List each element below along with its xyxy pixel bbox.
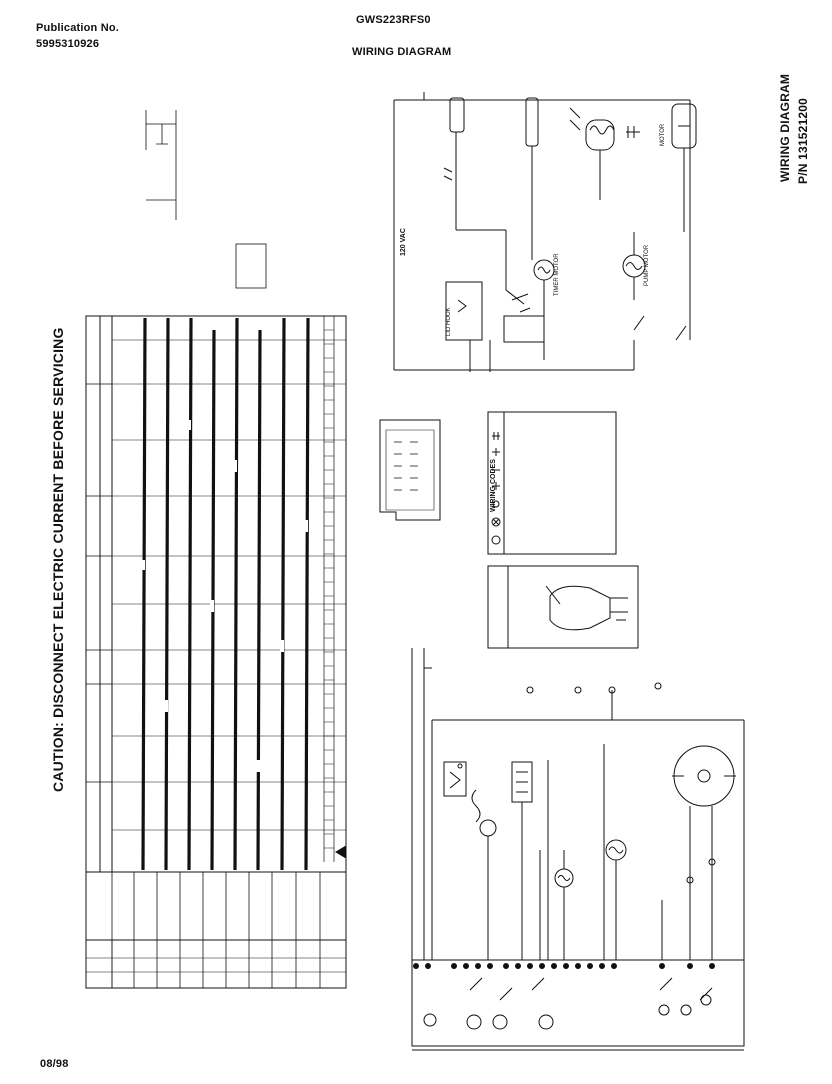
footer-date: 08/98 [40,1058,69,1070]
plug-detail [487,565,639,649]
side-diagram-label: WIRING DIAGRAM [778,73,792,182]
publication-label: Publication No. [36,22,120,34]
timer-motor-label: TIMER MOTOR [554,253,560,296]
model-number: GWS223RFS0 [356,14,431,26]
diagram-title: WIRING DIAGRAM [352,46,452,58]
wiring-codes-legend [487,411,617,555]
voltage-label: 120 VAC [400,228,407,256]
publication-number: 5995310926 [36,38,100,50]
main-schematic [411,648,745,1051]
wiring-codes-title: WIRING CODES [490,459,497,512]
upper-schematic [393,92,697,372]
caution-notice: CAUTION: DISCONNECT ELECTRIC CURRENT BEF… [50,327,66,792]
part-number: P/N 131521200 [796,97,810,184]
lid-hook-label: LID HOOK [446,307,452,336]
motor-label: MOTOR [660,123,666,146]
pump-motor-label: PUMP MOTOR [644,244,650,286]
timer-chart [85,315,347,989]
connector-detail [379,419,441,521]
chart-legend [145,110,267,289]
